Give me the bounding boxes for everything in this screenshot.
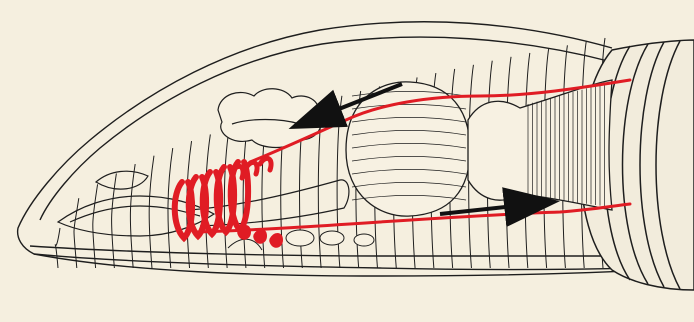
gizzard	[468, 80, 612, 210]
body-segment	[112, 173, 117, 268]
dorsal-coil	[260, 158, 271, 170]
vessel-loop	[254, 230, 266, 243]
body-segment	[130, 164, 135, 268]
vessel-loop	[270, 234, 282, 247]
body-segment	[93, 184, 98, 268]
esophagus	[190, 180, 349, 226]
vessel-loop	[238, 226, 250, 239]
brain-ganglion	[96, 171, 148, 189]
aortic-arches	[175, 158, 282, 246]
cuticle-lower	[34, 254, 650, 276]
body-outline-lower	[30, 246, 640, 256]
